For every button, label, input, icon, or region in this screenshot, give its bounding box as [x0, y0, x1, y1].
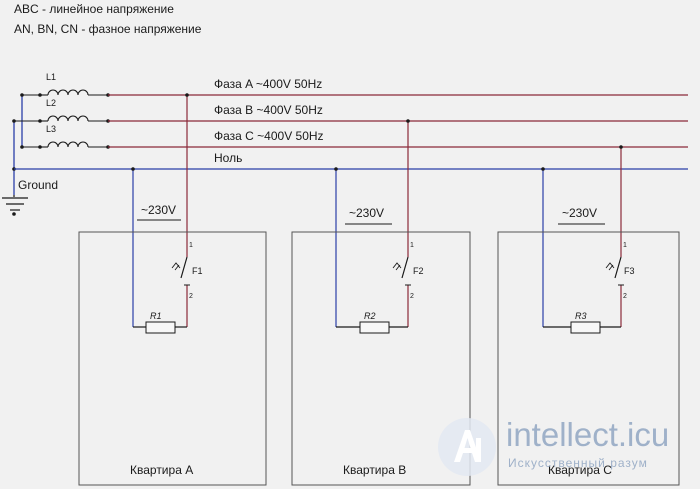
phase-a-label: Фаза A ~400V 50Hz — [214, 77, 322, 91]
ground-symbol — [2, 195, 28, 216]
watermark-title: intellect.icu — [506, 416, 670, 453]
apartment-b-resistor: R2 — [364, 311, 376, 321]
apartment-b-voltage: ~230V — [349, 206, 384, 220]
inductor-label-l3: L3 — [46, 124, 56, 134]
apartment-c-voltage: ~230V — [562, 206, 597, 220]
resistor-r1 — [145, 321, 176, 334]
inductor-l1 — [40, 89, 108, 96]
neutral-label: Ноль — [214, 151, 242, 165]
ground-label: Ground — [18, 178, 58, 192]
apartment-taps — [132, 95, 622, 327]
watermark-logo-icon — [438, 418, 496, 476]
apartment-a-resistor: R1 — [150, 311, 162, 321]
apartment-c-pin-bottom: 2 — [623, 293, 627, 300]
apartment-c: ~230V 1 F3 2 R3 Квартира C — [497, 206, 680, 486]
phase-b-label: Фаза B ~400V 50Hz — [214, 103, 323, 117]
apartment-a-pin-bottom: 2 — [189, 293, 193, 300]
apartment-c-pin-top: 1 — [623, 242, 627, 249]
tap-dots — [131, 93, 623, 171]
legend-phase-voltage: AN, BN, CN - фазное напряжение — [14, 22, 202, 36]
apartment-b-pin-bottom: 2 — [410, 293, 414, 300]
apartment-a-voltage: ~230V — [141, 203, 176, 217]
apartment-b-name: Квартира B — [343, 463, 406, 477]
apartment-c-name: Квартира C — [548, 463, 612, 477]
apartment-a-switch: F1 — [192, 266, 203, 276]
inductor-l2 — [40, 115, 108, 122]
apartment-a: ~230V 1 F1 2 R1 Квартира A — [78, 203, 267, 486]
apartment-c-resistor: R3 — [575, 311, 587, 321]
apartment-b: ~230V 1 F2 2 R2 Квартира B — [291, 206, 471, 486]
ground-link-wires — [14, 94, 40, 148]
apartment-b-pin-top: 1 — [410, 242, 414, 249]
apartment-c-switch: F3 — [624, 266, 635, 276]
inductor-label-l1: L1 — [46, 72, 56, 82]
phase-lines — [108, 94, 688, 148]
apartment-a-name: Квартира A — [130, 463, 193, 477]
inductor-l3 — [40, 141, 108, 148]
watermark: intellect.icu Искусственный разум — [436, 412, 700, 489]
apartment-a-pin-top: 1 — [189, 242, 193, 249]
phase-c-label: Фаза C ~400V 50Hz — [214, 129, 324, 143]
inductor-label-l2: L2 — [46, 98, 56, 108]
resistor-r2 — [359, 321, 390, 334]
watermark-subtitle: Искусственный разум — [508, 456, 648, 470]
legend-line-voltage: ABC - линейное напряжение — [14, 2, 174, 16]
apartment-b-switch: F2 — [413, 266, 424, 276]
resistor-r3 — [570, 321, 601, 334]
junction-dots — [12, 93, 110, 171]
